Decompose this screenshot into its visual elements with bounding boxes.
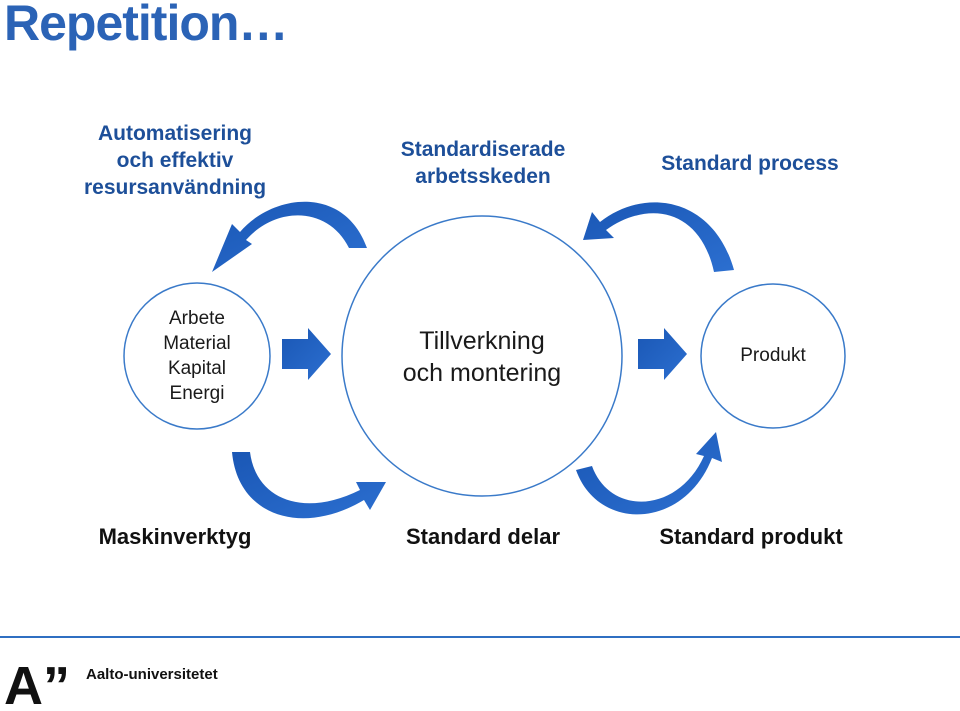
- flow-arrow-process-to-product: [638, 328, 687, 380]
- flow-arrow-inputs-to-process: [282, 328, 331, 380]
- curved-arrow-bottom-left-icon: [232, 452, 386, 519]
- curved-arrow-bottom-right-icon: [576, 432, 722, 515]
- product-label: Produkt: [740, 345, 806, 366]
- label-standard-process: Standard process: [661, 152, 839, 175]
- label-standard-stages: Standardiserade arbetsskeden: [400, 138, 566, 188]
- label-standard-parts: Standard delar: [405, 524, 561, 549]
- process-circle: [341, 215, 623, 497]
- footer-divider: [0, 636, 960, 638]
- curved-arrow-top-right-icon: [583, 202, 734, 272]
- inputs-circle: [123, 282, 271, 430]
- process-label: Tillverkning och montering: [402, 327, 562, 387]
- label-automation: Automatisering och effektiv resursanvänd…: [83, 122, 267, 199]
- label-standard-product: Standard produkt: [659, 524, 843, 549]
- aalto-logo-name: Aalto-universitetet: [86, 666, 218, 683]
- aalto-logo-mark: A”: [4, 656, 70, 711]
- inputs-list: Arbete Material Kapital Energi: [163, 308, 231, 404]
- label-machine-tools: Maskinverktyg: [98, 524, 252, 549]
- product-circle: [700, 283, 846, 429]
- curved-arrow-top-left-icon: [212, 201, 367, 272]
- page-title: Repetition…: [4, 0, 288, 51]
